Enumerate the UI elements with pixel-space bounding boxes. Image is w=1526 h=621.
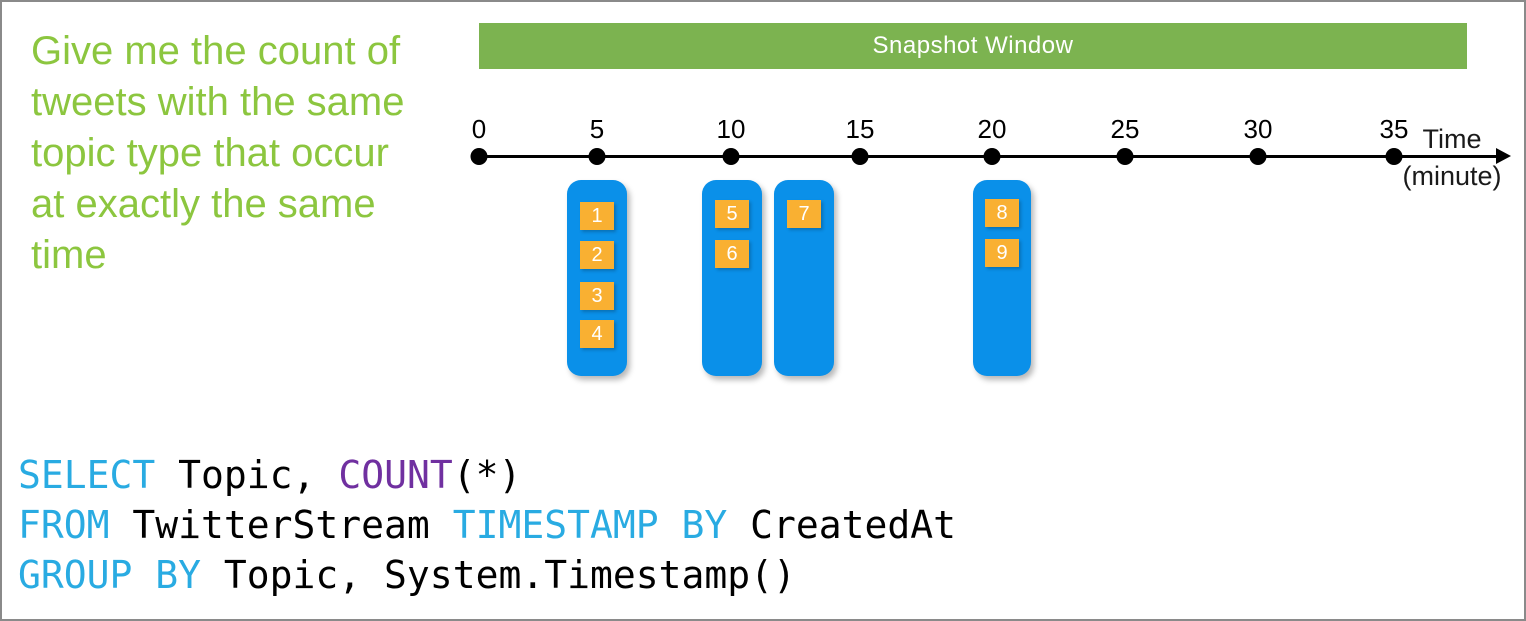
- tick-label: 0: [471, 114, 487, 144]
- tick-dot-icon: [1385, 148, 1403, 165]
- tweet-event-2: 2: [580, 241, 614, 269]
- tweet-event-6: 6: [715, 240, 749, 268]
- tick-label: 35: [1379, 114, 1409, 144]
- snapshot-window-minute-12: 7: [774, 180, 834, 376]
- tick-dot-icon: [983, 148, 1001, 165]
- tick-label: 5: [589, 114, 605, 144]
- tweet-event-4: 4: [580, 320, 614, 348]
- tick-label: 20: [977, 114, 1007, 144]
- query-description-text: Give me the count of tweets with the sam…: [31, 29, 405, 277]
- tick-label: 30: [1243, 114, 1273, 144]
- sql-line: FROM TwitterStream TIMESTAMP BY CreatedA…: [18, 500, 956, 550]
- tick-label: 25: [1110, 114, 1140, 144]
- snapshot-window-banner: Snapshot Window: [479, 23, 1467, 69]
- sql-query-code: SELECT Topic, COUNT(*)FROM TwitterStream…: [18, 450, 956, 600]
- sql-line: GROUP BY Topic, System.Timestamp(): [18, 550, 956, 600]
- sql-token: TwitterStream: [109, 503, 453, 547]
- tweet-event-3: 3: [580, 282, 614, 310]
- tick-dot-icon: [1116, 148, 1134, 165]
- sql-token: GROUP BY: [18, 553, 202, 597]
- axis-unit-label: Time (minute): [1400, 123, 1504, 192]
- sql-token: SELECT: [18, 453, 156, 497]
- sql-line: SELECT Topic, COUNT(*): [18, 450, 956, 500]
- axis-label-minute: (minute): [1402, 161, 1502, 191]
- sql-token: Topic,: [155, 453, 339, 497]
- tick-dot-icon: [588, 148, 606, 165]
- tweet-event-9: 9: [985, 239, 1019, 267]
- arrow-right-icon: [1496, 148, 1511, 164]
- tick-label: 15: [845, 114, 875, 144]
- snapshot-window-minute-5: 1 2 3 4: [567, 180, 627, 376]
- tweet-event-1: 1: [580, 202, 614, 230]
- tweet-event-5: 5: [715, 200, 749, 228]
- sql-token: Topic, System.Timestamp(): [201, 553, 796, 597]
- tweet-event-8: 8: [985, 199, 1019, 227]
- banner-label: Snapshot Window: [872, 32, 1074, 59]
- tick-label: 10: [716, 114, 746, 144]
- tweet-event-7: 7: [787, 200, 821, 228]
- sql-token: COUNT: [338, 453, 453, 497]
- tick-dot-icon: [1249, 148, 1267, 165]
- tick-dot-icon: [470, 148, 488, 165]
- sql-token: TIMESTAMP BY: [452, 503, 728, 547]
- sql-token: (*): [452, 453, 522, 497]
- sql-token: FROM: [18, 503, 110, 547]
- sql-token: CreatedAt: [727, 503, 957, 547]
- tick-dot-icon: [722, 148, 740, 165]
- tick-dot-icon: [851, 148, 869, 165]
- axis-label-time: Time: [1422, 124, 1482, 154]
